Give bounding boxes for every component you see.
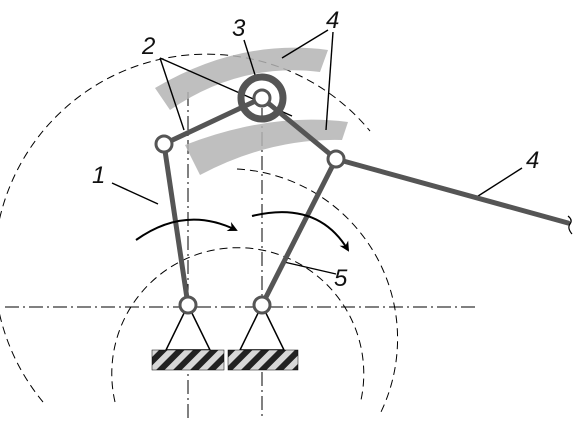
leader-2-left xyxy=(159,57,185,131)
leader-lines xyxy=(111,29,523,275)
label-guide-4-top: 4 xyxy=(326,7,339,34)
right-arc xyxy=(236,168,399,415)
ground-hatch-left xyxy=(151,349,225,371)
leader-4-top-left xyxy=(281,29,329,59)
rotation-arrow-left xyxy=(135,218,238,241)
link-5 xyxy=(259,156,339,308)
joint-slider xyxy=(252,88,272,108)
joint-ground-left xyxy=(178,295,198,315)
links xyxy=(161,95,571,308)
upper-guide xyxy=(155,47,328,110)
label-link-5: 5 xyxy=(334,265,348,292)
label-links-2: 2 xyxy=(141,33,155,60)
trajectory-arcs xyxy=(0,53,399,415)
slider-3-ring xyxy=(237,73,287,123)
rotation-arrows xyxy=(135,211,350,252)
leader-4-top-right xyxy=(325,31,334,131)
coupler-right xyxy=(259,95,339,162)
ground-hatch-right xyxy=(227,349,299,371)
joint-ground-right xyxy=(252,295,272,315)
leader-3 xyxy=(243,39,257,79)
output-link-4 xyxy=(333,156,571,226)
guides-4 xyxy=(155,47,348,175)
break-mark xyxy=(567,215,573,235)
labels: 1 2 3 4 4 5 xyxy=(92,7,539,292)
joint-crank-top xyxy=(154,134,174,154)
ground-supports xyxy=(151,303,299,371)
inner-arc-left xyxy=(111,247,365,403)
leader-4-right xyxy=(474,167,523,199)
joint-right xyxy=(326,149,346,169)
rotation-arrow-right xyxy=(251,211,350,252)
leader-1 xyxy=(111,182,159,205)
label-crank-1: 1 xyxy=(92,162,105,189)
pin-joints xyxy=(154,88,346,315)
outer-arc xyxy=(0,53,371,403)
leader-5 xyxy=(283,261,337,275)
crank-1 xyxy=(161,141,191,308)
label-guide-4-right: 4 xyxy=(526,147,539,174)
label-slider-3: 3 xyxy=(232,15,246,42)
